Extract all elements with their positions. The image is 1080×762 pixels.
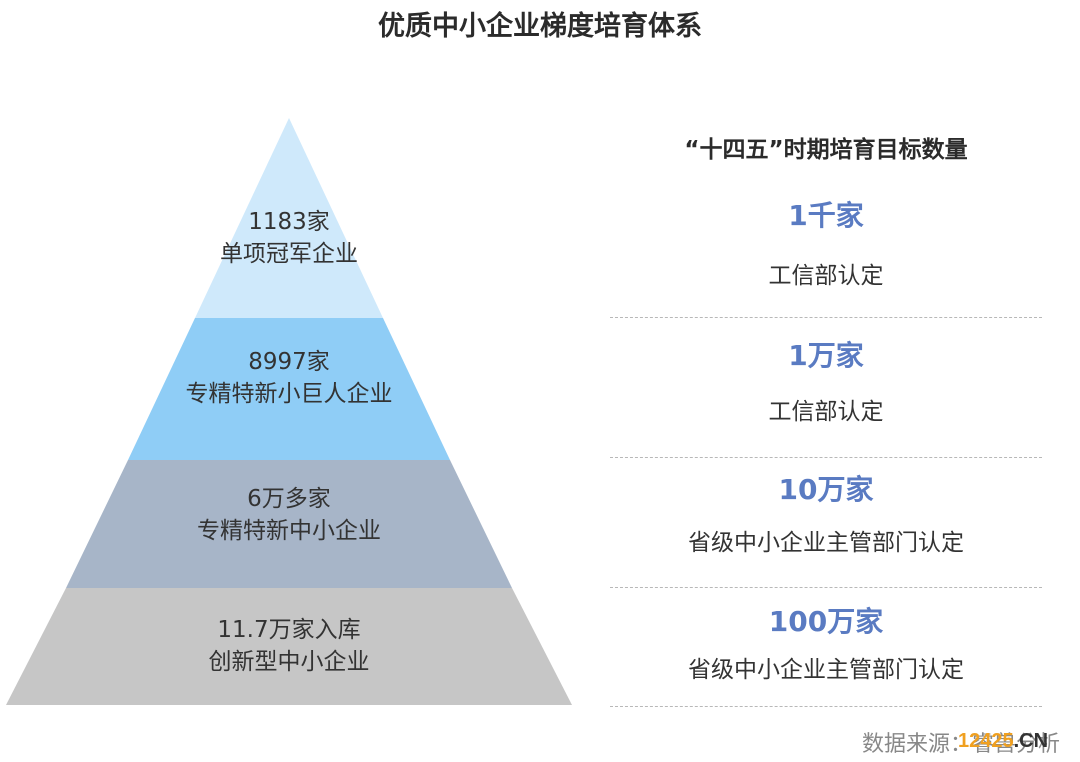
tier-3-count: 6万多家 bbox=[247, 486, 331, 512]
target-2-label: 工信部认定 bbox=[768, 399, 884, 425]
tier-3-name: 专精特新中小企业 bbox=[197, 518, 381, 544]
tier-1-count: 1183家 bbox=[248, 209, 330, 235]
pyramid-tier-2 bbox=[128, 318, 450, 460]
tier-2-count: 8997家 bbox=[248, 349, 330, 375]
target-divider bbox=[610, 706, 1042, 707]
target-divider bbox=[610, 587, 1042, 588]
target-1-label: 工信部认定 bbox=[768, 263, 884, 289]
tier-2-name: 专精特新小巨人企业 bbox=[185, 381, 393, 407]
watermark-number: 12425 bbox=[958, 730, 1014, 752]
tier-4-count: 11.7万家入库 bbox=[217, 617, 361, 643]
target-1-value: 1千家 bbox=[788, 199, 864, 232]
target-divider bbox=[610, 457, 1042, 458]
target-4-value: 100万家 bbox=[768, 605, 884, 638]
tier-1-label: 1183家 单项冠军企业 bbox=[89, 206, 489, 270]
pyramid-tier-1 bbox=[195, 118, 383, 318]
target-4-label: 省级中小企业主管部门认定 bbox=[688, 657, 964, 683]
target-3-value: 10万家 bbox=[778, 473, 874, 506]
pyramid bbox=[6, 118, 572, 705]
pyramid-tier-4 bbox=[6, 588, 572, 705]
target-3-label: 省级中小企业主管部门认定 bbox=[688, 530, 964, 556]
watermark-suffix: .CN bbox=[1013, 730, 1049, 752]
source-note: 数据来源：睿兽分析 bbox=[861, 732, 1060, 757]
watermark-logo: 12425.CN bbox=[958, 730, 1048, 753]
diagram-title: 优质中小企业梯度培育体系 bbox=[378, 11, 702, 42]
tier-3-label: 6万多家 专精特新中小企业 bbox=[89, 483, 489, 547]
pyramid-tier-3 bbox=[66, 460, 512, 588]
target-2-value: 1万家 bbox=[788, 339, 864, 372]
tier-1-name: 单项冠军企业 bbox=[220, 241, 358, 267]
tier-4-name: 创新型中小企业 bbox=[208, 649, 370, 675]
tier-2-label: 8997家 专精特新小巨人企业 bbox=[89, 346, 489, 410]
tier-4-label: 11.7万家入库 创新型中小企业 bbox=[89, 614, 489, 678]
targets-heading: “十四五”时期培育目标数量 bbox=[684, 137, 968, 163]
target-divider bbox=[610, 317, 1042, 318]
